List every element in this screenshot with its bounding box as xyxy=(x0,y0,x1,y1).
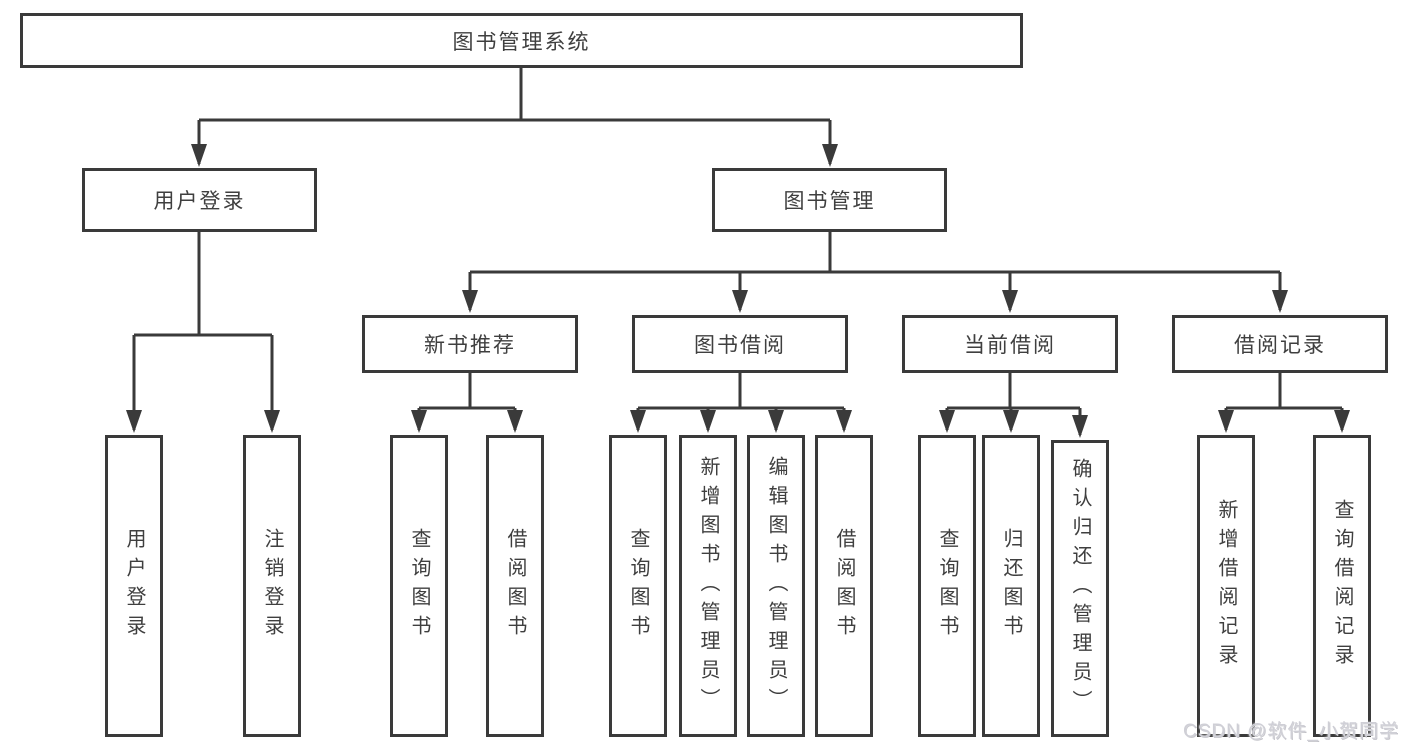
node-label: 用户登录 xyxy=(123,528,145,644)
node-label: 查询图书 xyxy=(936,528,958,644)
node-root-system: 图书管理系统 xyxy=(20,13,1023,68)
node-leaf-borrow-books: 借阅图书 xyxy=(486,435,544,737)
node-label: 新增借阅记录 xyxy=(1215,499,1237,673)
node-leaf-logout: 注销登录 xyxy=(243,435,301,737)
node-leaf-query-books: 查询图书 xyxy=(609,435,667,737)
node-leaf-edit-book-admin: 编辑图书（管理员） xyxy=(747,435,805,737)
node-label: 查询图书 xyxy=(408,528,430,644)
node-leaf-user-login: 用户登录 xyxy=(105,435,163,737)
node-label: 新增图书（管理员） xyxy=(697,455,719,717)
node-label: 注销登录 xyxy=(261,528,283,644)
node-leaf-query-borrow-record: 查询借阅记录 xyxy=(1313,435,1371,737)
node-leaf-add-borrow-record: 新增借阅记录 xyxy=(1197,435,1255,737)
node-label: 编辑图书（管理员） xyxy=(765,455,787,717)
node-label: 查询借阅记录 xyxy=(1331,499,1353,673)
node-new-book-recommend: 新书推荐 xyxy=(362,315,578,373)
node-book-management-module: 图书管理 xyxy=(712,168,947,232)
node-label: 确认归还（管理员） xyxy=(1069,458,1091,719)
node-label: 查询图书 xyxy=(627,528,649,644)
node-label: 借阅图书 xyxy=(833,528,855,644)
csdn-watermark: CSDN @软件_小贺同学 xyxy=(1183,721,1399,742)
node-leaf-confirm-return-admin: 确认归还（管理员） xyxy=(1051,440,1109,737)
node-book-borrow: 图书借阅 xyxy=(632,315,848,373)
node-user-login-module: 用户登录 xyxy=(82,168,317,232)
node-label: 借阅图书 xyxy=(504,528,526,644)
node-current-borrow: 当前借阅 xyxy=(902,315,1118,373)
node-leaf-add-book-admin: 新增图书（管理员） xyxy=(679,435,737,737)
node-borrow-record: 借阅记录 xyxy=(1172,315,1388,373)
node-leaf-query-books: 查询图书 xyxy=(390,435,448,737)
node-leaf-borrow-books: 借阅图书 xyxy=(815,435,873,737)
node-leaf-return-books: 归还图书 xyxy=(982,435,1040,737)
node-label: 归还图书 xyxy=(1000,528,1022,644)
node-leaf-query-books: 查询图书 xyxy=(918,435,976,737)
